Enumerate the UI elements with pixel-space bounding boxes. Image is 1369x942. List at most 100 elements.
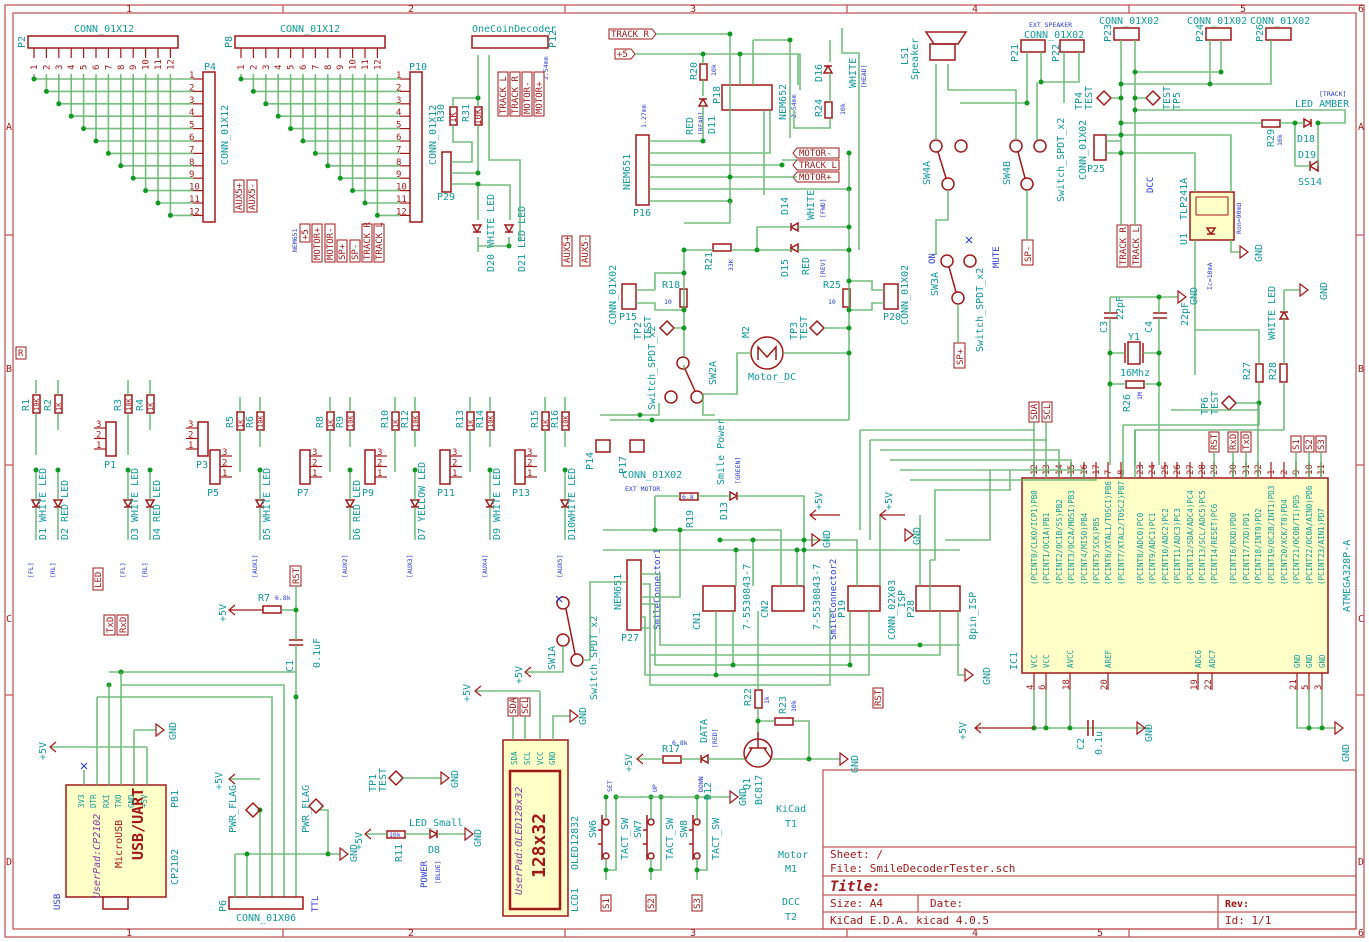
connector-P15[interactable]: P15 CONN_01X02 xyxy=(608,265,637,325)
speaker-LS1[interactable]: LS1 Speaker xyxy=(900,31,968,80)
p12-value: OneCoinDecoder xyxy=(472,24,556,35)
connector-P20[interactable]: P20 CONN_01X02 xyxy=(883,265,911,325)
vcc-symbol-oled: +5V xyxy=(462,684,482,702)
connector-P12[interactable]: OneCoinDecoder P12 2.54mm TRACK_L TRACK_… xyxy=(471,24,559,117)
switch-SW3A[interactable]: SW3A ON MUTE Switch_SPDT_x2 xyxy=(928,236,1002,352)
junction xyxy=(105,150,111,156)
svg-text:WHITE LED: WHITE LED xyxy=(1267,286,1278,340)
connector-P29[interactable]: P29 xyxy=(437,151,455,203)
led-D21[interactable]: D21 LED LED xyxy=(503,206,528,272)
led-D18[interactable]: D18 LED AMBER [TRACK] xyxy=(1295,90,1350,145)
ic1-pin-name: (PCINT7/XTAL2/TOSC2)PB7 xyxy=(1117,481,1126,585)
pin-number: 10 xyxy=(396,183,407,193)
connector-P26[interactable]: CONN_01X02 P26 xyxy=(1250,16,1310,42)
testpoint-TP5[interactable]: TEST TP5 xyxy=(1144,86,1183,110)
resistor-R24[interactable]: R24 10k xyxy=(814,99,847,119)
smile-connector-CN1[interactable]: CN1 SmileConnector1 7-5530843-7 xyxy=(653,549,753,630)
switch-SW2A[interactable]: SW2A Switch_SPDT_x2 xyxy=(647,326,719,410)
resistor-R31[interactable]: R31 10K xyxy=(461,104,484,126)
capacitor-C1[interactable]: C1 0.1uF xyxy=(285,638,323,672)
net-label-text: S3 xyxy=(693,898,703,909)
oled-LCD1[interactable]: 128x32 UserPad:OLED128x32 OLED12832 LCD1… xyxy=(502,739,581,917)
resistor-R11[interactable]: 10k R11 xyxy=(386,830,406,862)
ic1-pin-name: GND xyxy=(1293,654,1302,668)
resistor-R26[interactable]: R26 1M xyxy=(1122,380,1145,412)
connector-P18[interactable]: P18 NEM652 2.54mm xyxy=(712,84,798,120)
capacitor-C2[interactable]: C2 0.1u xyxy=(1076,720,1105,755)
capacitor-C4[interactable]: C4 22pF xyxy=(1144,302,1191,333)
testpoint-TP1[interactable]: TP1 TEST xyxy=(368,768,405,792)
connector-P6-ttl[interactable]: P6 CONN_01X06 TTL xyxy=(218,896,321,924)
connector-P14[interactable]: P14 xyxy=(585,439,611,470)
transistor-Q1[interactable]: Q1 BC817 xyxy=(742,732,773,805)
led-D8-power[interactable]: LED_Small D8 POWER [BLUE] xyxy=(409,818,463,888)
zone-bottom-6: 6 xyxy=(1358,928,1364,939)
pin-number: 2 xyxy=(249,65,259,70)
junction xyxy=(143,188,149,194)
led-D14[interactable]: D14 WHITE [FWD] xyxy=(780,190,827,233)
net-label-sp-minus: SP- xyxy=(349,239,361,263)
ic-IC1-atmega328p[interactable]: IC1 ATMEGA328P-A 12(PCINT0/CLKO/ICP1)PB0… xyxy=(1009,462,1353,690)
svg-text:P18: P18 xyxy=(712,86,723,104)
isp-connector-P28[interactable]: P28 8pin_ISP xyxy=(906,585,979,640)
capacitor-C3[interactable]: C3 22pF xyxy=(1099,296,1126,333)
motor-M2[interactable]: M2 Motor_DC xyxy=(741,326,796,383)
junction xyxy=(603,794,609,800)
zone-top-4: 4 xyxy=(972,4,978,15)
pin-number: 1 xyxy=(188,441,193,451)
connector-P22[interactable]: P22 xyxy=(1051,39,1085,62)
connector-P17[interactable]: P17 CONN_01X02 EXT MOTOR xyxy=(618,439,682,493)
net-label-track-l: TRACK_L xyxy=(373,222,385,263)
connector-P21[interactable]: P21 EXT SPEAKER CONN_01X02 xyxy=(1010,21,1084,62)
vcc-symbol-ttl: +5V xyxy=(214,772,236,790)
net-label-sp-plus-right: SP+ xyxy=(953,342,966,369)
svg-text:2.54mm: 2.54mm xyxy=(790,94,798,118)
vcc-symbol-r7: +5V xyxy=(218,604,263,622)
testpoint-TP6[interactable]: TP6 TEST xyxy=(1200,391,1238,415)
smile-connector-CN2[interactable]: CN2 7-5530843-7 SmileConnector2 xyxy=(760,559,839,640)
resistor-R21[interactable]: R21 33K xyxy=(704,243,735,271)
svg-text:Switch_SPDT_x2: Switch_SPDT_x2 xyxy=(1056,118,1067,202)
connector-P24[interactable]: CONN_01X02 P24 xyxy=(1187,16,1247,42)
connector-P4[interactable]: P4 CONN_01X12 xyxy=(202,62,231,223)
resistor-R20[interactable]: R20 10k xyxy=(689,62,718,81)
connector-P2[interactable]: CONN_01X12 P2 xyxy=(17,24,179,49)
usb-uart-PB1[interactable]: USB/UART MicroUSB UserPad:CP2102 PB1 CP2… xyxy=(65,784,181,910)
relay-U1[interactable]: U1 TLP241A Ron=90mΩ Ic=10mA xyxy=(1179,178,1243,290)
resistor-R25[interactable]: R25 10 xyxy=(823,280,851,308)
led-D15[interactable]: D15 RED [REV] xyxy=(780,242,827,278)
connector-P10[interactable]: P10 CONN_01X12 xyxy=(409,62,439,223)
header-ref: P3 xyxy=(196,460,208,471)
connector-P25[interactable]: P25 CONN_01X02 xyxy=(1078,120,1107,180)
junction xyxy=(238,76,244,82)
gnd-symbol-ic1: GND xyxy=(1334,720,1352,762)
connector-P8[interactable]: CONN_01X12 P8 xyxy=(224,24,386,49)
wire xyxy=(33,74,193,80)
resistor-R30[interactable]: R30 1K xyxy=(436,104,459,126)
resistor-R27[interactable]: R27 xyxy=(1242,362,1264,383)
resistor-R19[interactable]: 6.8 R19 xyxy=(679,492,699,528)
crystal-Y1[interactable]: Y1 16Mhz xyxy=(1120,332,1150,379)
connector-P23[interactable]: CONN_01X02 P23 xyxy=(1099,16,1159,42)
isp-connector-P19[interactable]: P19 CONN_02X03 ISP xyxy=(837,580,908,640)
ic1-pin-name: (PCINT18/INT0)PD2 xyxy=(1254,508,1263,585)
switch-SW4B[interactable]: SW4B Switch_SPDT_x2 xyxy=(1002,118,1067,202)
led-D16[interactable]: D16 WHITE [HEAD] xyxy=(814,58,868,88)
header-p5 xyxy=(209,449,221,485)
zone-left-D: D xyxy=(6,857,12,868)
resistor-value: 10K xyxy=(347,415,355,428)
pin-number: 5 xyxy=(189,121,194,131)
led-D17[interactable]: WHITE LED xyxy=(1267,286,1290,340)
switch-SW1A[interactable]: SW1A Switch_SPDT_x2 xyxy=(547,595,600,700)
led-D20[interactable]: D20 WHITE LED xyxy=(471,194,497,272)
led-D13-smile-power[interactable]: D13 Smile Power [GREEN] xyxy=(716,419,742,520)
connector-P16[interactable]: P16 NEM651 1.27mm xyxy=(622,104,651,219)
connector-P27[interactable]: P27 NEM651 xyxy=(613,559,642,644)
switch-contact xyxy=(602,852,610,860)
testpoint-TP3[interactable]: TP3 TEST xyxy=(789,316,826,340)
resistor-R29[interactable]: R29 10k xyxy=(1261,119,1284,147)
switch-SW4A[interactable]: SW4A xyxy=(922,139,968,191)
testpoint-TP4[interactable]: TP4 TEST xyxy=(1074,86,1113,110)
resistor-R28[interactable]: R28 xyxy=(1268,362,1288,383)
resistor-R22[interactable]: R22 1k xyxy=(743,688,771,709)
